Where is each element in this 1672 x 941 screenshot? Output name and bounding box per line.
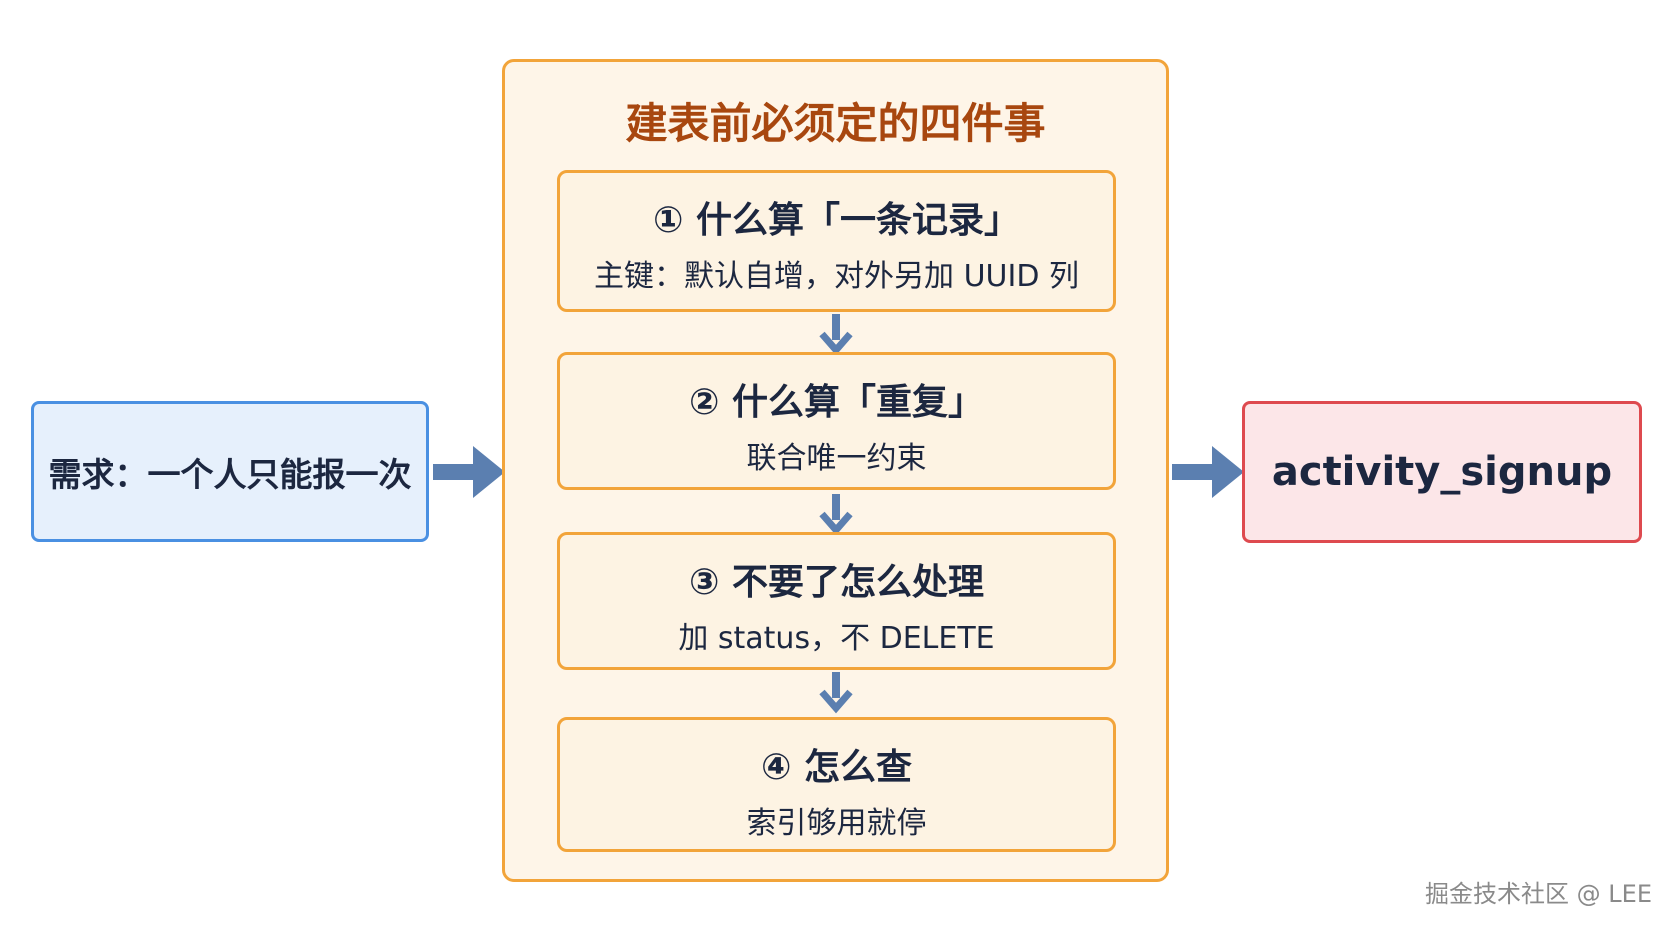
result-table-box: activity_signup: [1242, 401, 1642, 543]
panel-title: 建表前必须定的四件事: [625, 99, 1046, 148]
arrow-down-icon: [819, 494, 853, 536]
step-duplicate-definition: ② 什么算「重复」 联合唯一约束: [557, 352, 1116, 490]
step-query-strategy: ④ 怎么查 索引够用就停: [557, 717, 1116, 852]
four-decisions-panel: 建表前必须定的四件事 ① 什么算「一条记录」 主键：默认自增，对外另加 UUID…: [502, 59, 1169, 882]
step-description: 主键：默认自增，对外另加 UUID 列: [594, 259, 1079, 294]
arrow-right-icon: [433, 446, 505, 498]
requirement-box: 需求：一个人只能报一次: [31, 401, 429, 542]
step-record-definition: ① 什么算「一条记录」 主键：默认自增，对外另加 UUID 列: [557, 170, 1116, 312]
arrow-right-icon: [1172, 446, 1244, 498]
arrow-down-icon: [819, 314, 853, 356]
step-title: ④ 怎么查: [760, 747, 912, 788]
step-description: 加 status，不 DELETE: [678, 621, 995, 656]
step-description: 索引够用就停: [746, 806, 927, 841]
step-title: ① 什么算「一条记录」: [652, 200, 1020, 241]
step-deletion-handling: ③ 不要了怎么处理 加 status，不 DELETE: [557, 532, 1116, 670]
table-name: activity_signup: [1271, 449, 1613, 495]
step-description: 联合唯一约束: [746, 441, 927, 476]
step-title: ② 什么算「重复」: [688, 382, 984, 423]
watermark: 掘金技术社区 @ LEE: [1425, 880, 1652, 908]
step-title: ③ 不要了怎么处理: [688, 562, 984, 603]
arrow-down-icon: [819, 672, 853, 714]
requirement-text: 需求：一个人只能报一次: [48, 454, 412, 494]
